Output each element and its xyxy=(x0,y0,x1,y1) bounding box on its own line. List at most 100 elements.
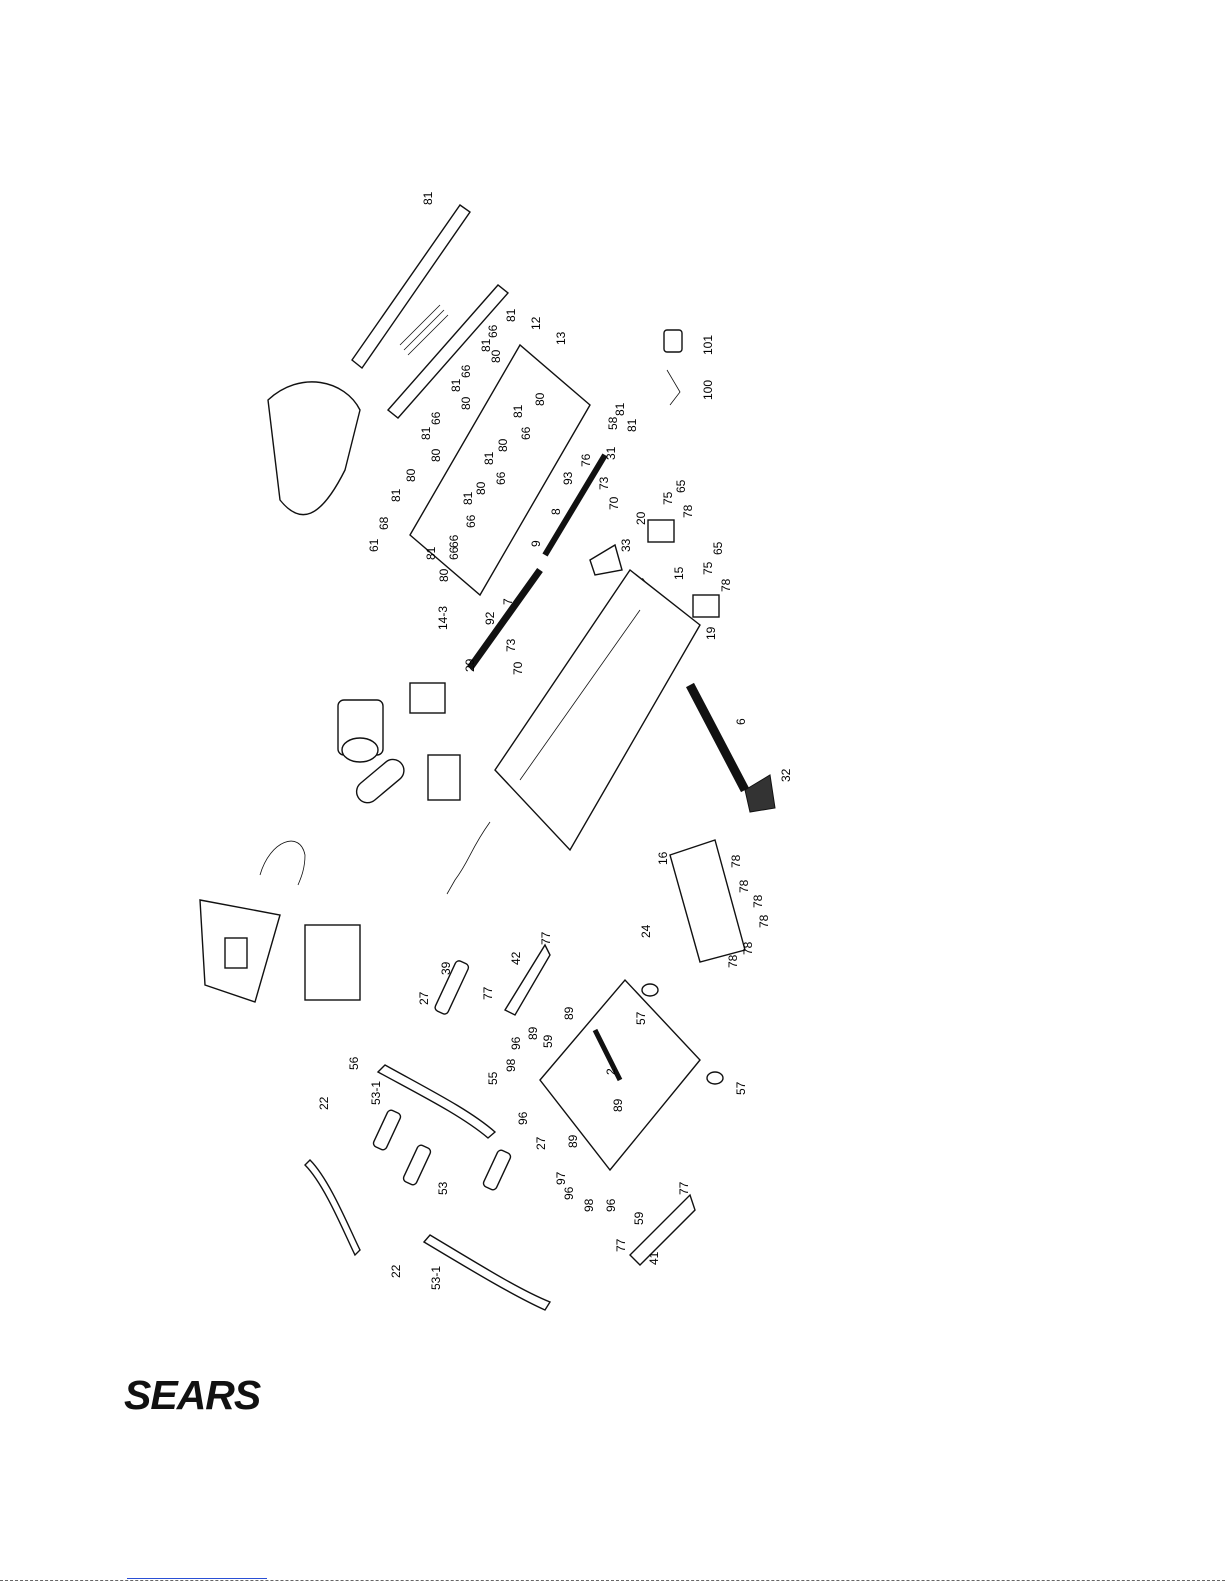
callout-96: 96 xyxy=(516,1111,530,1125)
side-cover-41 xyxy=(629,1193,696,1266)
drive-belt xyxy=(355,758,405,804)
callout-80: 80 xyxy=(429,448,443,462)
handrail-cross xyxy=(304,1159,361,1257)
main-frame xyxy=(494,568,701,852)
callout-8: 8 xyxy=(549,508,563,515)
callout-77: 77 xyxy=(614,1238,628,1252)
grip-a xyxy=(372,1109,402,1151)
callout-56: 56 xyxy=(347,1056,361,1070)
callout-78: 78 xyxy=(751,894,765,908)
callout-93: 93 xyxy=(561,471,575,485)
callout-6: 6 xyxy=(734,718,748,725)
side-rail-upper xyxy=(351,204,471,370)
callout-78: 78 xyxy=(741,941,755,955)
callout-81: 81 xyxy=(421,191,435,205)
callout-81: 81 xyxy=(625,418,639,432)
callout-70: 70 xyxy=(607,496,621,510)
callout-80: 80 xyxy=(474,481,488,495)
foot-19 xyxy=(692,594,720,618)
callout-59: 59 xyxy=(541,1034,555,1048)
callout-59: 59 xyxy=(632,1211,646,1225)
end-cap-33 xyxy=(589,543,623,576)
callout-20: 20 xyxy=(634,511,648,525)
callout-33: 33 xyxy=(619,538,633,552)
base-crossbar-2 xyxy=(592,1028,623,1082)
callout-66: 66 xyxy=(494,471,508,485)
callout-81: 81 xyxy=(511,404,525,418)
callout-96: 96 xyxy=(604,1198,618,1212)
callout-labels: 81 81 12 13 81 66 80 81 66 80 81 66 80 8… xyxy=(317,191,793,1290)
wheel-57a xyxy=(641,983,659,997)
callout-14-3: 14-3 xyxy=(436,606,450,630)
callout-96: 96 xyxy=(509,1036,523,1050)
part-101 xyxy=(663,329,683,353)
foot-rail-16 xyxy=(669,839,746,963)
console-back-plate xyxy=(304,924,361,1001)
grip-39 xyxy=(434,960,470,1015)
roller-6 xyxy=(686,682,749,793)
callout-13: 13 xyxy=(554,331,568,345)
controller-board xyxy=(427,754,461,801)
callout-22: 22 xyxy=(317,1096,331,1110)
callout-78: 78 xyxy=(681,504,695,518)
callout-101: 101 xyxy=(701,335,715,355)
handrail-lower xyxy=(422,1234,552,1311)
callout-73: 73 xyxy=(597,476,611,490)
running-deck xyxy=(409,343,591,597)
front-roller xyxy=(467,567,543,671)
rail-grille xyxy=(399,304,449,356)
callout-12: 12 xyxy=(529,316,543,330)
callout-57: 57 xyxy=(634,1011,648,1025)
callout-77: 77 xyxy=(539,931,553,945)
callout-22: 22 xyxy=(389,1264,403,1278)
callout-81: 81 xyxy=(419,426,433,440)
footer-link-underline[interactable] xyxy=(127,1578,267,1579)
callout-89: 89 xyxy=(562,1006,576,1020)
callout-77: 77 xyxy=(677,1181,691,1195)
callout-57: 57 xyxy=(734,1081,748,1095)
foot-20 xyxy=(647,519,675,543)
callout-98: 98 xyxy=(504,1058,518,1072)
callout-70: 70 xyxy=(511,661,525,675)
callout-81: 81 xyxy=(482,451,496,465)
callout-78: 78 xyxy=(719,578,733,592)
callout-42: 42 xyxy=(509,951,523,965)
callout-53-1: 53-1 xyxy=(369,1081,383,1105)
callout-9: 9 xyxy=(529,540,543,547)
callout-39: 39 xyxy=(439,961,453,975)
end-cap-32 xyxy=(744,774,776,813)
callout-80: 80 xyxy=(489,349,503,363)
callout-53: 53 xyxy=(436,1181,450,1195)
footer-divider xyxy=(0,1580,1225,1581)
callout-2: 2 xyxy=(604,1068,618,1075)
grip-c xyxy=(482,1149,512,1191)
sears-logo: SEARS xyxy=(124,1372,261,1418)
hex-wrench xyxy=(666,369,681,406)
callout-66: 66 xyxy=(447,546,461,560)
callout-41: 41 xyxy=(647,1251,661,1265)
callout-68: 68 xyxy=(377,516,391,530)
callout-80: 80 xyxy=(404,468,418,482)
safety-key-cord xyxy=(259,840,306,886)
callout-81: 81 xyxy=(504,308,518,322)
lift-motor-bracket xyxy=(409,682,446,714)
callout-80: 80 xyxy=(459,396,473,410)
callout-78: 78 xyxy=(726,954,740,968)
callout-55: 55 xyxy=(486,1071,500,1085)
callout-77: 77 xyxy=(481,986,495,1000)
callout-80: 80 xyxy=(437,568,451,582)
callout-7: 7 xyxy=(501,598,515,605)
grip-b xyxy=(402,1144,432,1186)
callout-81: 81 xyxy=(479,338,493,352)
callout-76: 76 xyxy=(579,453,593,467)
callout-65: 65 xyxy=(674,479,688,493)
callout-32: 32 xyxy=(779,768,793,782)
callout-73: 73 xyxy=(504,638,518,652)
callout-81: 81 xyxy=(389,488,403,502)
callout-92: 92 xyxy=(483,611,497,625)
motor-hood xyxy=(267,381,361,516)
callout-100: 100 xyxy=(701,380,715,400)
callout-66: 66 xyxy=(486,324,500,338)
callout-16: 16 xyxy=(656,851,670,865)
